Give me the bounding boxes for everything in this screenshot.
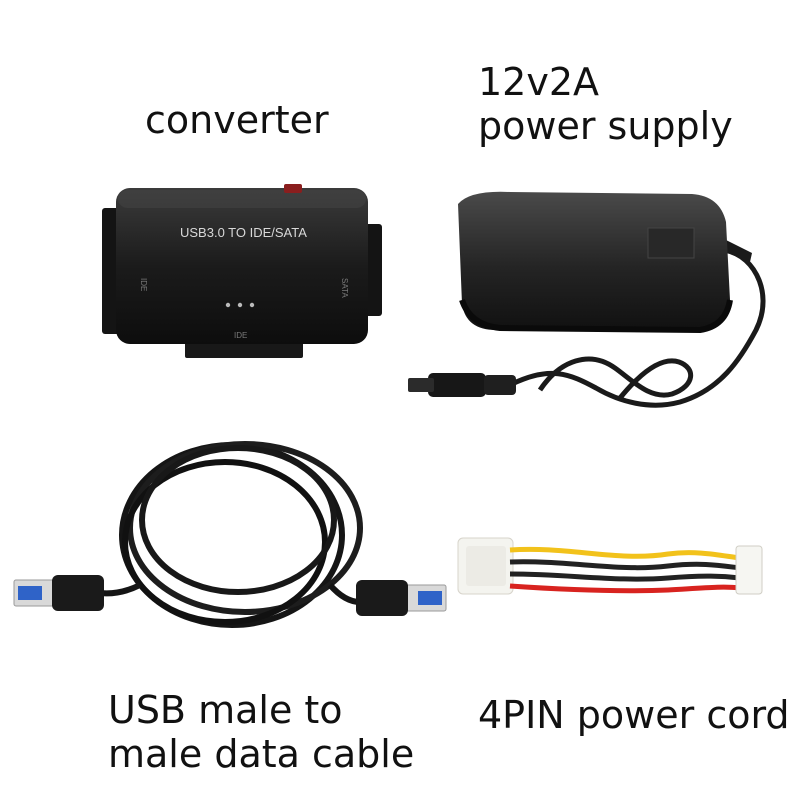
power-supply-caption-line1: 12v2A	[478, 60, 600, 104]
usb-cable-caption-line2: male data cable	[108, 732, 415, 776]
converter-caption: converter	[145, 98, 329, 142]
usb-plug-right	[356, 580, 447, 616]
converter-right-port-label: SATA	[340, 278, 349, 298]
power-supply	[400, 180, 790, 445]
power-cord-caption: 4PIN power cord	[478, 693, 790, 737]
usb-plug-left	[13, 575, 104, 611]
power-supply-caption-line2: power supply	[478, 104, 733, 148]
converter-device: USB3.0 TO IDE/SATA IDE SATA IDE	[98, 180, 388, 365]
converter-bottom-port-label: IDE	[234, 331, 247, 340]
power-cord	[448, 520, 778, 620]
usb-cable	[0, 410, 460, 660]
usb-cable-caption-line1: USB male to	[108, 688, 343, 732]
converter-left-port-label: IDE	[139, 278, 148, 291]
converter-top-label: USB3.0 TO IDE/SATA	[180, 225, 307, 240]
